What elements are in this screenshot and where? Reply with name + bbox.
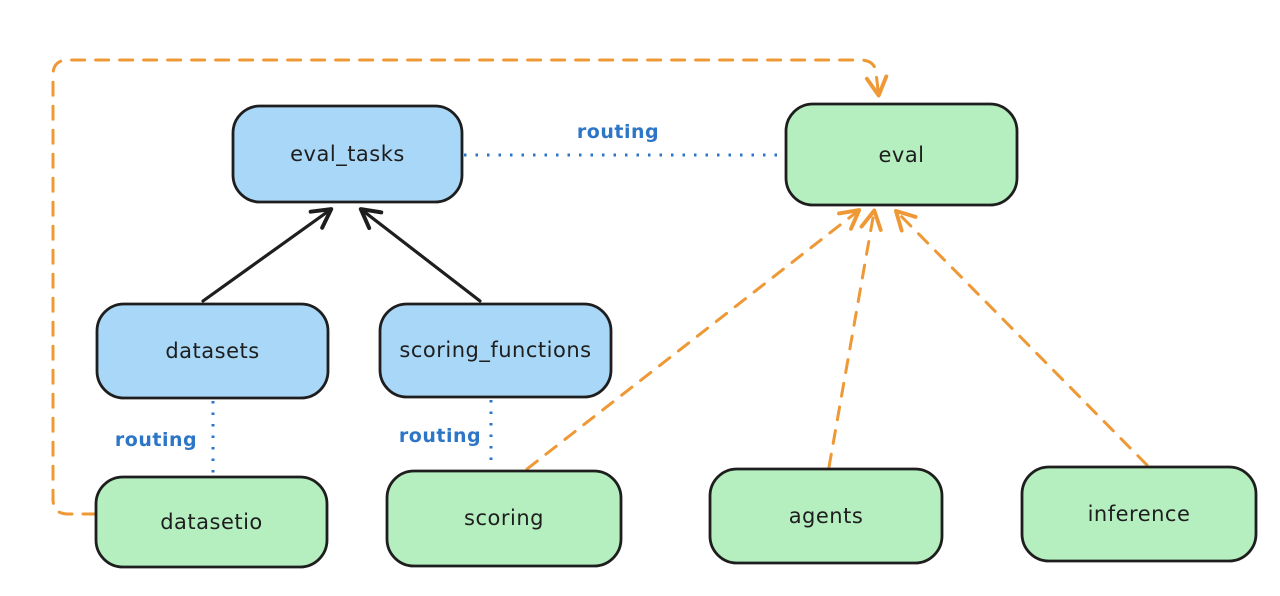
edge-agents-to-eval — [827, 208, 883, 469]
node-scoring-label: scoring — [464, 506, 544, 530]
node-eval-box — [784, 102, 1019, 207]
node-datasets: datasets — [95, 302, 330, 400]
node-datasetio-label: datasetio — [160, 510, 263, 534]
edge-inference-to-eval — [893, 208, 1149, 467]
node-datasetio-box — [94, 475, 329, 569]
edge-scoring-functions-to-eval-tasks — [358, 207, 482, 303]
node-inference: inference — [1020, 465, 1258, 563]
node-scoring-functions-label: scoring_functions — [399, 338, 591, 363]
edge-scoring-to-eval — [525, 208, 862, 471]
node-datasets-label: datasets — [165, 339, 259, 363]
node-scoring-box — [385, 469, 623, 568]
node-eval-label: eval — [878, 143, 924, 167]
node-agents-box — [708, 467, 944, 565]
node-inference-box — [1020, 465, 1258, 563]
node-eval-tasks-box — [231, 104, 464, 204]
edge-datasets-to-eval-tasks — [201, 207, 334, 303]
node-eval: eval — [784, 102, 1019, 207]
node-agents-label: agents — [789, 504, 864, 528]
edge-label-routing-top: routing — [577, 121, 659, 143]
node-eval-tasks: eval_tasks — [231, 104, 464, 204]
node-datasets-box — [95, 302, 330, 400]
node-datasetio: datasetio — [94, 475, 329, 569]
edge-label-routing-middle: routing — [399, 425, 481, 447]
node-agents: agents — [708, 467, 944, 565]
edge-datasetio-to-eval — [51, 58, 889, 516]
node-scoring-functions: scoring_functions — [378, 302, 613, 399]
edge-label-routing-left: routing — [115, 429, 197, 451]
node-inference-label: inference — [1088, 502, 1191, 526]
node-eval-tasks-label: eval_tasks — [290, 142, 405, 167]
node-scoring: scoring — [385, 469, 623, 568]
node-scoring-functions-box — [378, 302, 613, 399]
